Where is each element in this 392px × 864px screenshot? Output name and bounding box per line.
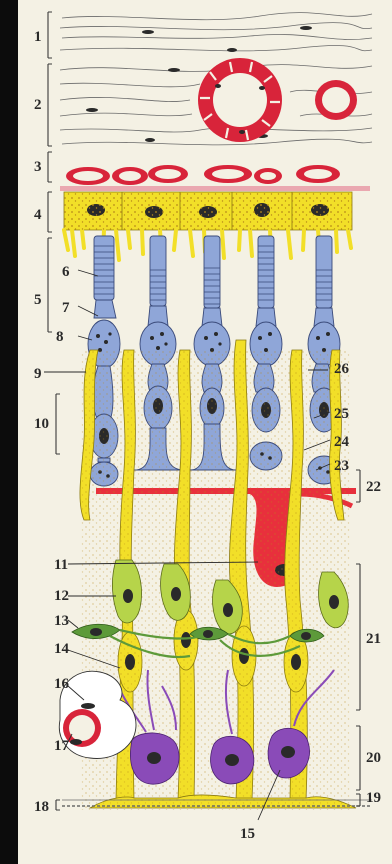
label-12: 12 [54,588,69,604]
label-23: 23 [334,458,349,474]
label-17: 17 [54,738,70,754]
label-7: 7 [62,300,70,316]
label-11: 11 [54,557,68,573]
label-20: 20 [366,750,381,766]
label-3: 3 [34,159,42,175]
label-9: 9 [34,366,42,382]
label-2: 2 [34,97,42,113]
label-4: 4 [34,207,42,223]
small-blood-vessel [315,80,357,120]
label-1: 1 [34,29,42,45]
label-25: 25 [334,406,349,422]
label-5: 5 [34,292,42,308]
label-16: 16 [54,676,70,692]
label-8: 8 [56,329,64,345]
label-21: 21 [366,631,381,647]
label-18: 18 [34,799,49,815]
label-24: 24 [334,434,350,450]
label-19: 19 [366,790,381,806]
label-26: 26 [334,361,350,377]
large-blood-vessel [198,58,282,142]
label-14: 14 [54,641,70,657]
label-10: 10 [34,416,49,432]
label-6: 6 [62,264,70,280]
label-13: 13 [54,613,69,629]
label-22: 22 [366,479,381,495]
label-15: 15 [240,826,255,842]
